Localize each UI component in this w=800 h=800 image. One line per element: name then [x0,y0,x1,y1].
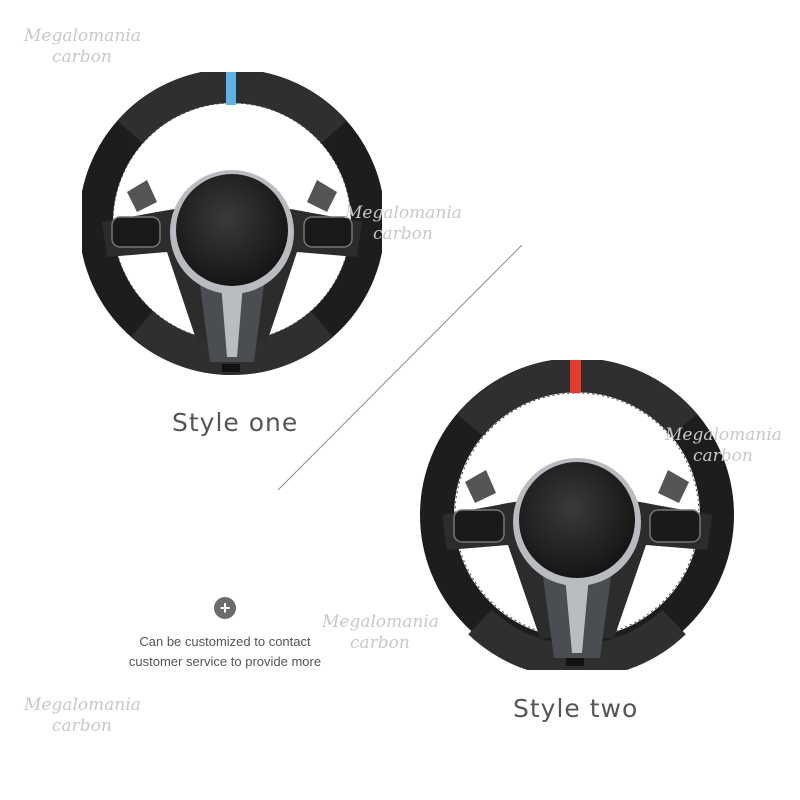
watermark-line1: Megalomania [665,425,782,445]
note-line1: Can be customized to contact [139,634,311,649]
watermark-line2: carbon [693,446,753,466]
watermark-line1: Megalomania [24,695,141,715]
top-stripe [570,360,581,393]
watermark-line1: Megalomania [322,612,439,632]
top-stripe [226,72,236,105]
watermark: Megalomania carbon [665,425,782,467]
watermark-line2: carbon [350,633,410,653]
watermark: Megalomania carbon [24,26,141,68]
watermark: Megalomania carbon [24,695,141,737]
note-line2: customer service to provide more [128,654,322,669]
watermark: Megalomania carbon [345,203,462,245]
steering-wheel-style-one [82,72,382,375]
watermark-line2: carbon [373,224,433,244]
watermark-line2: carbon [52,47,112,67]
caption-style-two: Style two [513,694,639,723]
watermark-line1: Megalomania [24,26,141,46]
watermark-line1: Megalomania [345,203,462,223]
caption-style-one: Style one [172,408,299,437]
watermark: Megalomania carbon [322,612,439,654]
plus-icon: + [214,597,236,619]
steering-wheel-style-two [420,360,734,670]
watermark-line2: carbon [52,716,112,736]
customization-note: Can be customized to contact customer se… [110,632,340,672]
